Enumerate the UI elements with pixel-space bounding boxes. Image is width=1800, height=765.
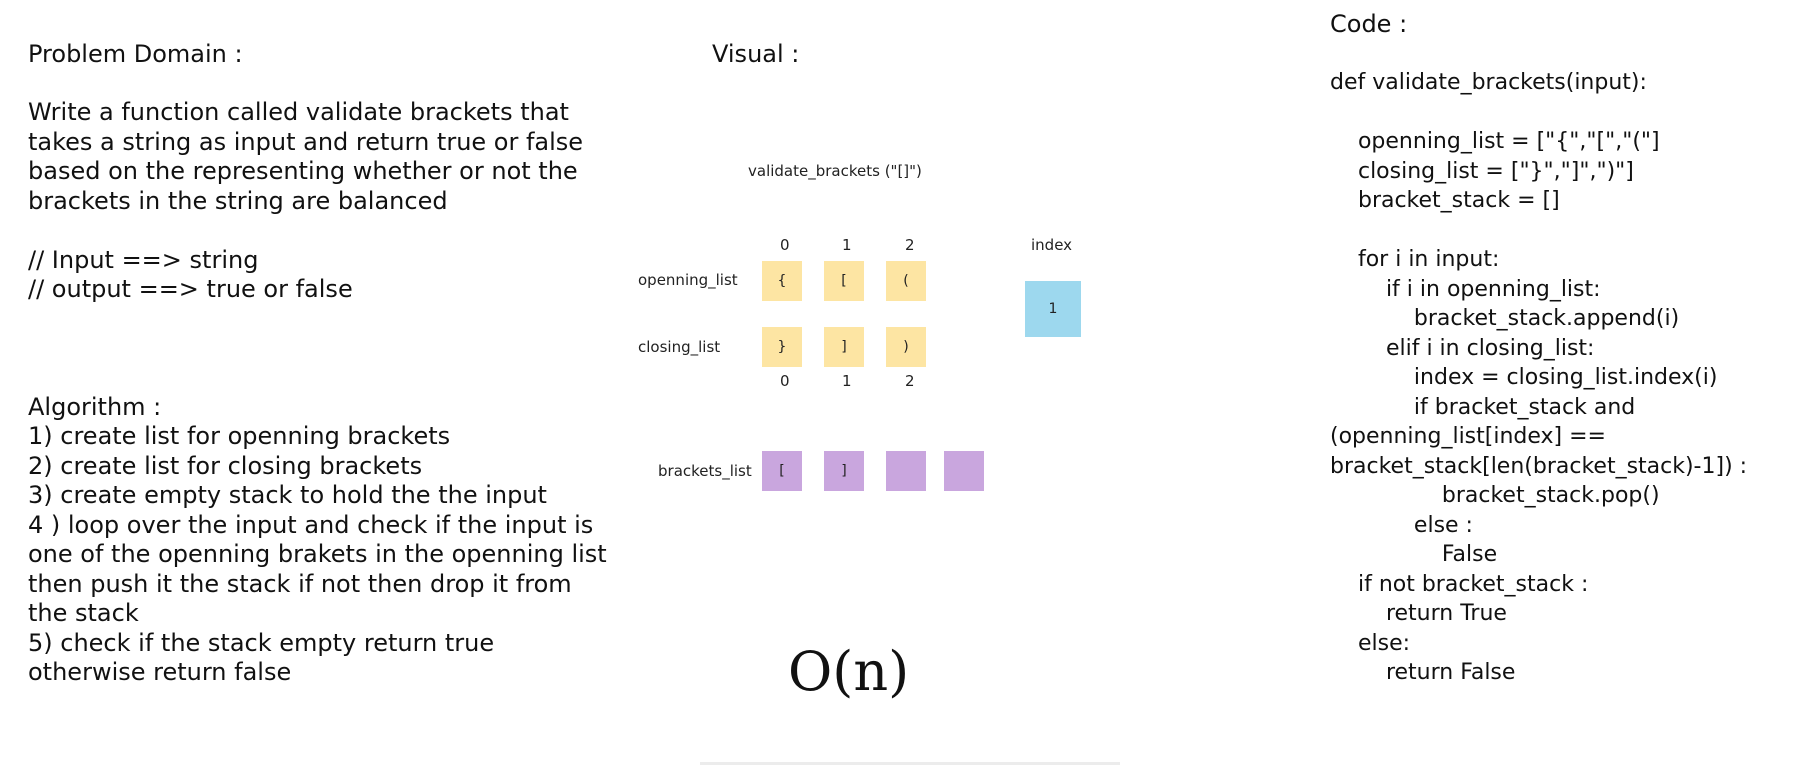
problem-line: takes a string as input and return true … [28, 127, 584, 156]
top-index-label: 1 [842, 236, 852, 254]
code-line: bracket_stack = [] [1330, 188, 1560, 213]
code-line: return False [1330, 660, 1516, 685]
problem-line: Write a function called validate bracket… [28, 98, 569, 126]
openning-list-cell: { [762, 261, 802, 301]
openning-list-cell: [ [824, 261, 864, 301]
index-value-cell: 1 [1025, 281, 1081, 337]
complexity-label: O(n) [788, 640, 910, 703]
code-line: if i in openning_list: [1330, 276, 1601, 302]
bottom-scroll-bar [700, 762, 1120, 765]
code-line: index = closing_list.index(i) [1330, 365, 1718, 390]
code-line: False [1330, 542, 1498, 567]
algorithm-line: otherwise return false [28, 658, 292, 686]
code-line: def validate_brackets(input): [1330, 70, 1647, 95]
problem-description: Write a function called validate bracket… [28, 98, 583, 305]
algorithm-line: 4 ) loop over the input and check if the… [28, 510, 594, 539]
brackets-list-label: brackets_list [658, 462, 752, 480]
openning-list-cell: ( [886, 261, 926, 301]
code-heading: Code : [1330, 10, 1408, 38]
problem-line: brackets in the string are balanced [28, 186, 448, 215]
code-line: closing_list = ["}","]",")"] [1330, 158, 1634, 184]
code-line: bracket_stack.append(i) [1330, 306, 1680, 331]
openning-list-label: openning_list [638, 271, 738, 289]
code-line [1330, 216, 1747, 246]
algorithm-line: 2) create list for closing brackets [28, 451, 423, 480]
code-line: if bracket_stack and [1330, 394, 1636, 420]
algorithm-line: the stack [28, 599, 139, 627]
bottom-index-label: 0 [780, 372, 790, 390]
algorithm-line: then push it the stack if not then drop … [28, 569, 572, 598]
code-line: for i in input: [1330, 247, 1500, 272]
bottom-index-label: 2 [905, 372, 915, 390]
code-line: (openning_list[index] == [1330, 424, 1606, 449]
code-block: def validate_brackets(input): openning_l… [1330, 68, 1747, 688]
problem-line: based on the representing whether or not… [28, 157, 578, 185]
code-line: else : [1330, 512, 1473, 538]
code-line: else: [1330, 630, 1411, 656]
problem-line: // output ==> true or false [28, 275, 353, 303]
bottom-index-label: 1 [842, 372, 852, 390]
closing-list-cell: } [762, 327, 802, 367]
algorithm-line: 1) create list for openning brackets [28, 422, 451, 450]
algorithm-line: 5) check if the stack empty return true [28, 628, 495, 657]
problem-heading: Problem Domain : [28, 40, 243, 68]
code-line: bracket_stack.pop() [1330, 483, 1660, 508]
problem-line: // Input ==> string [28, 245, 259, 274]
closing-list-label: closing_list [638, 338, 721, 356]
brackets-list-cell [944, 451, 984, 491]
algorithm-steps: 1) create list for openning brackets 2) … [28, 422, 607, 688]
code-line: openning_list = ["{","[","("] [1330, 129, 1660, 154]
algorithm-line: 3) create empty stack to hold the the in… [28, 481, 547, 509]
function-call-label: validate_brackets ("[]") [748, 162, 922, 180]
code-line: elif i in closing_list: [1330, 335, 1595, 361]
brackets-list-cell [886, 451, 926, 491]
algorithm-line: one of the openning brakets in the openn… [28, 540, 607, 568]
closing-list-cell: ) [886, 327, 926, 367]
visual-heading: Visual : [712, 40, 800, 68]
brackets-list-cell: [ [762, 451, 802, 491]
top-index-label: 2 [905, 236, 915, 254]
closing-list-cell: ] [824, 327, 864, 367]
code-line: return True [1330, 601, 1507, 626]
index-label: index [1031, 236, 1073, 254]
algorithm-heading: Algorithm : [28, 393, 162, 421]
code-line: if not bracket_stack : [1330, 571, 1589, 597]
code-line: bracket_stack[len(bracket_stack)-1]) : [1330, 453, 1748, 479]
top-index-label: 0 [780, 236, 790, 254]
code-line [1330, 98, 1747, 128]
brackets-list-cell: ] [824, 451, 864, 491]
problem-line [28, 216, 583, 246]
